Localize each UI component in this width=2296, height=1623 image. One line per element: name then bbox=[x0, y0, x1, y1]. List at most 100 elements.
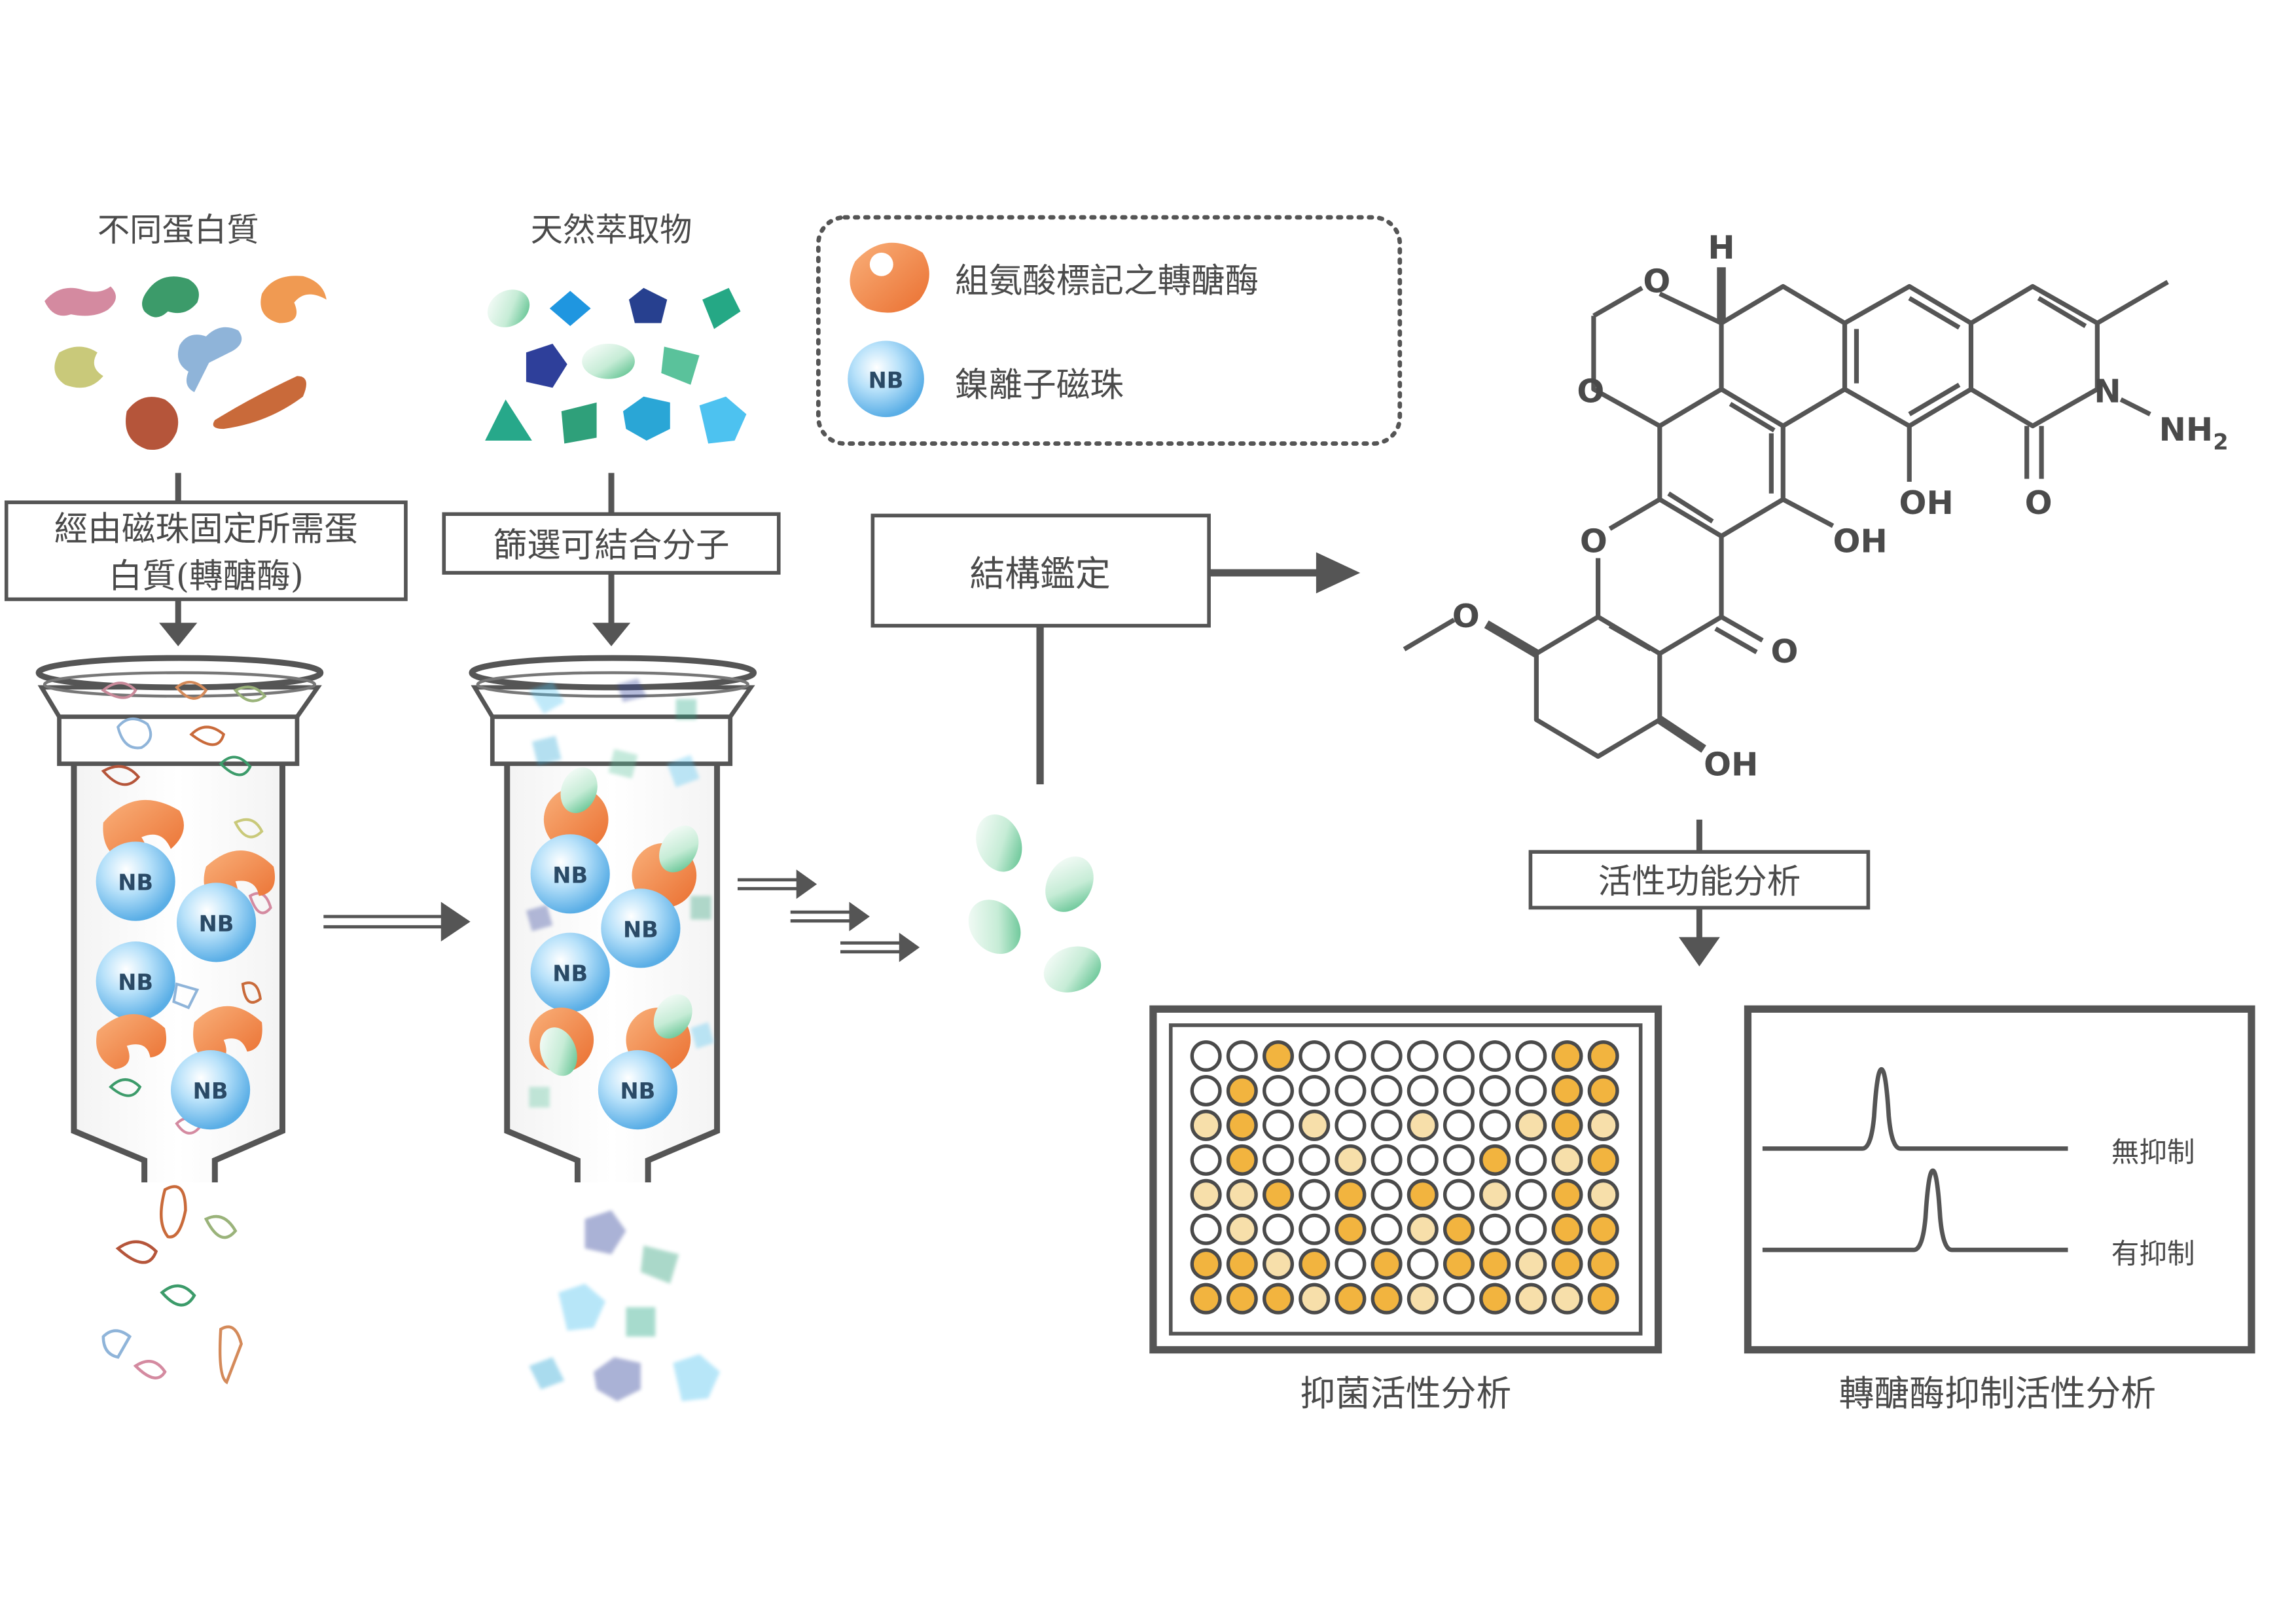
svg-text:H: H bbox=[1708, 228, 1734, 266]
legend-enzyme-icon bbox=[850, 242, 929, 313]
chemical-structure bbox=[1403, 267, 2169, 759]
nickel-bead bbox=[170, 1050, 251, 1130]
legend-bead-label: 鎳離子磁珠 bbox=[955, 366, 1124, 405]
plate-well bbox=[1226, 1040, 1258, 1072]
plate-well bbox=[1479, 1144, 1511, 1176]
plate-caption: 抑菌活性分析 bbox=[1300, 1373, 1511, 1414]
plate-well bbox=[1335, 1074, 1367, 1106]
plate-well bbox=[1226, 1178, 1258, 1211]
compound-shape bbox=[661, 346, 700, 385]
plate-well bbox=[1371, 1040, 1403, 1072]
trace1-label: 無抑制 bbox=[2111, 1137, 2195, 1169]
right-arrow-icon bbox=[1316, 552, 1361, 594]
plate-well bbox=[1443, 1040, 1475, 1072]
plate-well bbox=[1479, 1213, 1511, 1245]
plate-well bbox=[1515, 1074, 1547, 1106]
plate-well bbox=[1407, 1040, 1439, 1072]
compound-shape bbox=[622, 396, 670, 441]
bead-symbol: NB bbox=[552, 862, 588, 888]
plate-well bbox=[1407, 1074, 1439, 1106]
column1-bead-complexes: NB NB NB NB bbox=[96, 799, 276, 1130]
plate-well bbox=[1371, 1283, 1403, 1315]
plate-well bbox=[1587, 1109, 1619, 1141]
svg-text:O: O bbox=[1452, 597, 1480, 635]
natural-extract-mixture bbox=[485, 287, 747, 444]
legend-bead-icon bbox=[848, 340, 924, 418]
protein-shape-pink bbox=[45, 286, 116, 316]
plate-well bbox=[1262, 1144, 1294, 1176]
plate-well bbox=[1551, 1248, 1583, 1280]
svg-text:N: N bbox=[2094, 373, 2121, 410]
plate-well bbox=[1479, 1109, 1511, 1141]
nickel-bead bbox=[598, 1050, 677, 1130]
svg-text:OH: OH bbox=[1833, 522, 1888, 560]
bead-symbol: NB bbox=[623, 917, 658, 942]
plate-well bbox=[1190, 1040, 1222, 1072]
plate-well bbox=[1299, 1213, 1331, 1245]
plate-well bbox=[1335, 1178, 1367, 1211]
nickel-bead bbox=[176, 883, 257, 962]
plate-well bbox=[1407, 1213, 1439, 1245]
legend-box bbox=[816, 215, 1403, 446]
plate-well bbox=[1262, 1178, 1294, 1211]
column2-step-label: 篩選可結合分子 bbox=[493, 526, 729, 565]
plate-well bbox=[1407, 1178, 1439, 1211]
chromatogram-panel: 無抑制 有抑制 bbox=[1744, 1005, 2255, 1354]
plate-well bbox=[1190, 1074, 1222, 1106]
trace2-label: 有抑制 bbox=[2111, 1237, 2195, 1270]
plate-well bbox=[1587, 1283, 1619, 1315]
plate-well bbox=[1299, 1144, 1331, 1176]
plate-well bbox=[1479, 1248, 1511, 1280]
compound-shape bbox=[628, 287, 668, 323]
plate-well bbox=[1515, 1040, 1547, 1072]
plate-well bbox=[1226, 1109, 1258, 1141]
down-arrow-icon bbox=[159, 623, 198, 647]
compound-shape bbox=[485, 399, 532, 441]
plate-well bbox=[1587, 1213, 1619, 1245]
plate-well bbox=[1443, 1109, 1475, 1141]
enzyme-shape bbox=[193, 1006, 262, 1064]
protein-shape-rust bbox=[213, 376, 306, 429]
plate-well bbox=[1299, 1074, 1331, 1106]
down-arrow-icon bbox=[1679, 937, 1720, 967]
plate-well bbox=[1262, 1283, 1294, 1315]
plate-well bbox=[1262, 1109, 1294, 1141]
plate-well bbox=[1262, 1074, 1294, 1106]
structure-id-box bbox=[870, 513, 1211, 628]
trace-with-inhibition bbox=[1762, 1168, 2068, 1252]
plate-well bbox=[1587, 1178, 1619, 1211]
plate-well bbox=[1479, 1178, 1511, 1211]
plate-well bbox=[1551, 1109, 1583, 1141]
plate-well bbox=[1335, 1109, 1367, 1141]
plate-well bbox=[1371, 1178, 1403, 1211]
plate-well bbox=[1515, 1178, 1547, 1211]
plate-well bbox=[1443, 1213, 1475, 1245]
compound-shape bbox=[561, 402, 597, 444]
plate-well bbox=[1335, 1040, 1367, 1072]
plate-well bbox=[1407, 1283, 1439, 1315]
plate-well bbox=[1299, 1248, 1331, 1280]
plate-well bbox=[1443, 1283, 1475, 1315]
plate-well bbox=[1299, 1109, 1331, 1141]
bead-symbol: NB bbox=[620, 1078, 656, 1104]
svg-text:OH: OH bbox=[1704, 746, 1758, 784]
plate-well bbox=[1190, 1144, 1222, 1176]
plate-well bbox=[1335, 1283, 1367, 1315]
plate-well bbox=[1335, 1213, 1367, 1245]
plate-well bbox=[1262, 1040, 1294, 1072]
nickel-bead bbox=[530, 834, 610, 914]
double-arrow-icon bbox=[323, 902, 471, 942]
unbound-proteins-out bbox=[101, 1185, 243, 1385]
plate-well bbox=[1407, 1248, 1439, 1280]
plate-well bbox=[1587, 1144, 1619, 1176]
plate-well bbox=[1335, 1144, 1367, 1176]
plate-well bbox=[1190, 1248, 1222, 1280]
enzyme-shape bbox=[96, 1014, 167, 1070]
plate-well bbox=[1371, 1109, 1403, 1141]
bead-symbol: NB bbox=[193, 1078, 228, 1104]
plate-well bbox=[1551, 1213, 1583, 1245]
plate-well bbox=[1262, 1248, 1294, 1280]
column1-step-box bbox=[4, 500, 408, 602]
plate-well bbox=[1262, 1213, 1294, 1245]
